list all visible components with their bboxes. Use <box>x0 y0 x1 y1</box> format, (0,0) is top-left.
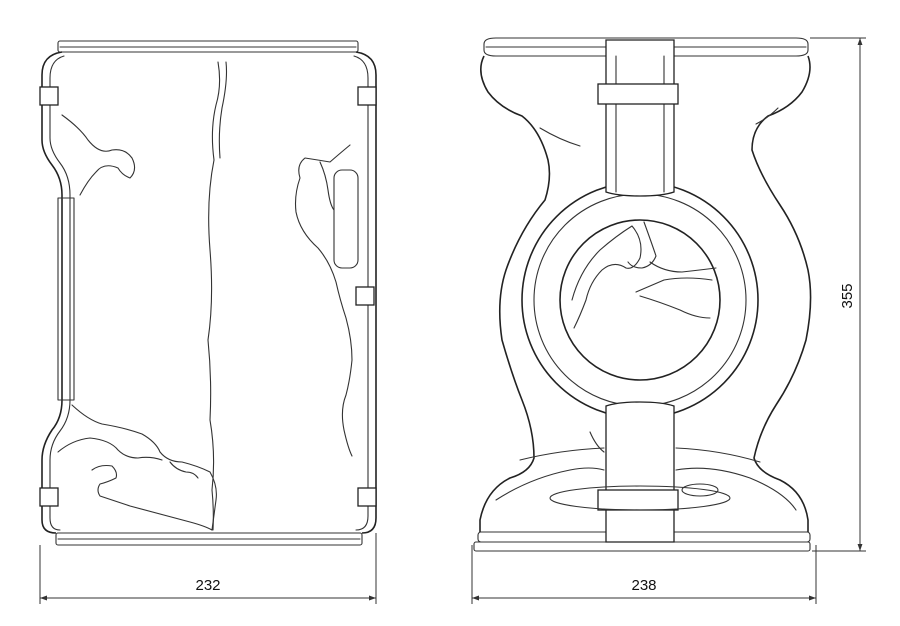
dimension-lines <box>39 37 866 604</box>
side-view <box>39 40 377 546</box>
dimension-right-width: 238 <box>631 577 656 594</box>
dimension-right-height: 355 <box>839 283 856 308</box>
dimension-left-width: 232 <box>195 577 220 594</box>
front-view <box>473 37 812 552</box>
